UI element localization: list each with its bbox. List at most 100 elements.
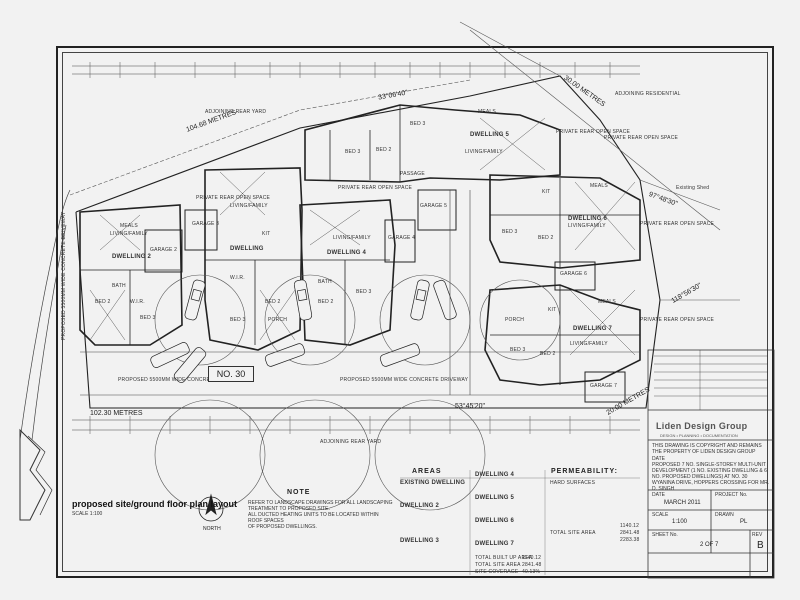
sheet-border: [56, 46, 774, 578]
drawn-label: DRAWN: [715, 512, 734, 518]
room-bath-d2: BATH: [112, 283, 126, 289]
north-label: NORTH: [203, 526, 221, 532]
permeability-hard-surfaces: HARD SURFACES: [550, 480, 596, 486]
pos-d5: PRIVATE REAR OPEN SPACE: [556, 129, 631, 135]
area-site-coverage-value: 40.13%: [522, 569, 541, 575]
project-description: PROPOSED 7 NO. SINGLE-STOREY MULTI-UNIT …: [652, 462, 770, 492]
roof-lines: [89, 117, 636, 356]
room-garage4: GARAGE 4: [388, 235, 416, 241]
street-number: NO. 30: [208, 366, 254, 382]
area-d5: DWELLING 5: [475, 495, 514, 501]
title-block-lines: [647, 349, 775, 579]
room-living-d4: LIVING/FAMILY: [333, 235, 371, 241]
room-bed3-d2: BED 3: [140, 315, 156, 321]
areas-heading: AREAS: [412, 468, 442, 475]
room-bed2-d4: BED 2: [318, 299, 334, 305]
area-existing: EXISTING DWELLING: [400, 480, 466, 486]
room-porch-d7: PORCH: [505, 317, 525, 323]
room-bed-d5: BED 3: [410, 121, 426, 127]
bottom-bearing: 53°45'20": [455, 403, 485, 410]
pos-d5b: PRIVATE REAR OPEN SPACE: [604, 135, 679, 141]
pos-d3: PRIVATE REAR OPEN SPACE: [196, 195, 271, 201]
dwelling-7-label: DWELLING 7: [573, 326, 612, 332]
room-wir-d2: W.I.R.: [130, 299, 145, 305]
pos-d7: PRIVATE REAR OPEN SPACE: [640, 317, 715, 323]
permeability-value-2: 2841.48: [620, 530, 640, 536]
bottom-boundary-dimension: 102.30 METRES: [90, 410, 143, 417]
room-bed3-d3: BED 3: [230, 317, 246, 323]
date-header: DATE: [652, 456, 665, 462]
pos-d6: PRIVATE REAR OPEN SPACE: [640, 221, 715, 227]
drawing-title: proposed site/ground floor plan layout: [72, 499, 238, 509]
dimension-strings: [72, 62, 640, 434]
room-kit-d6: KIT: [542, 189, 551, 195]
dwelling-3-label: DWELLING: [230, 246, 264, 252]
room-bed3-d4: BED 3: [356, 289, 372, 295]
room-bed3-d5: BED 3: [345, 149, 361, 155]
room-living-d7: LIVING/FAMILY: [570, 341, 608, 347]
rev-label: REV: [752, 532, 763, 538]
note-line: REFER TO LANDSCAPE DRAWINGS FOR ALL LAND…: [248, 500, 393, 506]
rev-value: B: [757, 540, 764, 551]
area-d7: DWELLING 7: [475, 541, 514, 547]
room-wir-d3: W.I.R.: [230, 275, 245, 281]
area-d3: DWELLING 3: [400, 538, 439, 544]
room-bath-d4: BATH: [318, 279, 332, 285]
room-garage7: GARAGE 7: [590, 383, 618, 389]
area-table-lines: [400, 470, 640, 575]
left-road-curve: [19, 189, 71, 521]
room-bed2-d3: BED 2: [265, 299, 281, 305]
room-porch-d3: PORCH: [268, 317, 288, 323]
scale-value: 1:100: [672, 519, 688, 525]
neighbour-top-right: ADJOINING RESIDENTIAL: [615, 91, 681, 97]
room-bed3-d6: BED 3: [502, 229, 518, 235]
note-line: ALL DUCTED HEATING UNITS TO BE LOCATED W…: [248, 512, 379, 524]
copyright-note: THIS DRAWING IS COPYRIGHT AND REMAINS TH…: [652, 443, 762, 455]
pos-d4: PRIVATE REAR OPEN SPACE: [338, 185, 413, 191]
neighbour-bottom: ADJOINING REAR YARD: [320, 439, 382, 445]
permeability-total-site: TOTAL SITE AREA: [550, 530, 596, 536]
room-bed3-d7: BED 3: [510, 347, 526, 353]
note-line: OF PROPOSED DWELLINGS.: [248, 524, 317, 530]
area-total-built-value: 1140.12: [522, 555, 542, 561]
north-arrow-icon: [198, 493, 224, 522]
room-kit-d7: KIT: [548, 307, 557, 313]
room-living-d5: LIVING/FAMILY: [465, 149, 503, 155]
project-number-label: PROJECT No.: [715, 492, 748, 498]
dwelling-walls: [79, 104, 641, 403]
dwelling-4-label: DWELLING 4: [327, 250, 366, 256]
room-meals-d6: MEALS: [590, 183, 608, 189]
neighbour-top: ADJOINING REAR YARD: [205, 109, 267, 115]
room-bed2-d7: BED 2: [540, 351, 556, 357]
room-meals-d5: MEALS: [478, 109, 496, 115]
room-living-d2: LIVING/FAMILY: [110, 231, 148, 237]
room-kit-d3: KIT: [262, 231, 271, 237]
site-boundary: [69, 21, 740, 409]
dwelling-5-label: DWELLING 5: [470, 132, 509, 138]
area-total-site: TOTAL SITE AREA: [475, 562, 521, 568]
room-living-d6: LIVING/FAMILY: [568, 223, 606, 229]
room-bed2-d5: BED 2: [376, 147, 392, 153]
area-total-built: TOTAL BUILT UP AREA: [475, 555, 533, 561]
area-d2: DWELLING 2: [400, 503, 439, 509]
driveway-label: PROPOSED 5500MM WIDE CONCRETE DRIVEWAY: [118, 377, 247, 383]
area-total-site-value: 2841.48: [522, 562, 542, 568]
sheet-inner-border: [62, 52, 768, 572]
room-garage2: GARAGE 2: [150, 247, 178, 253]
permeability-value-3: 2283.38: [620, 537, 640, 543]
area-site-coverage: SITE COVERAGE: [475, 569, 519, 575]
sheet-value: 2 OF 7: [700, 542, 719, 548]
drawing-scale: SCALE 1:100: [72, 511, 103, 517]
room-living-d3: LIVING/FAMILY: [230, 203, 268, 209]
driveway-label-2: PROPOSED 5500MM WIDE CONCRETE DRIVEWAY: [340, 377, 469, 383]
drawn-value: PL: [740, 519, 748, 525]
date-value: MARCH 2011: [664, 500, 701, 506]
date-label: DATE: [652, 492, 665, 498]
notes-heading: NOTE: [287, 489, 311, 496]
scale-label: SCALE: [652, 512, 669, 518]
room-bed2-d2: BED 2: [95, 299, 111, 305]
note-line: TREATMENT TO PROPOSED SITE.: [248, 506, 330, 512]
car-sweeps: [150, 279, 457, 383]
